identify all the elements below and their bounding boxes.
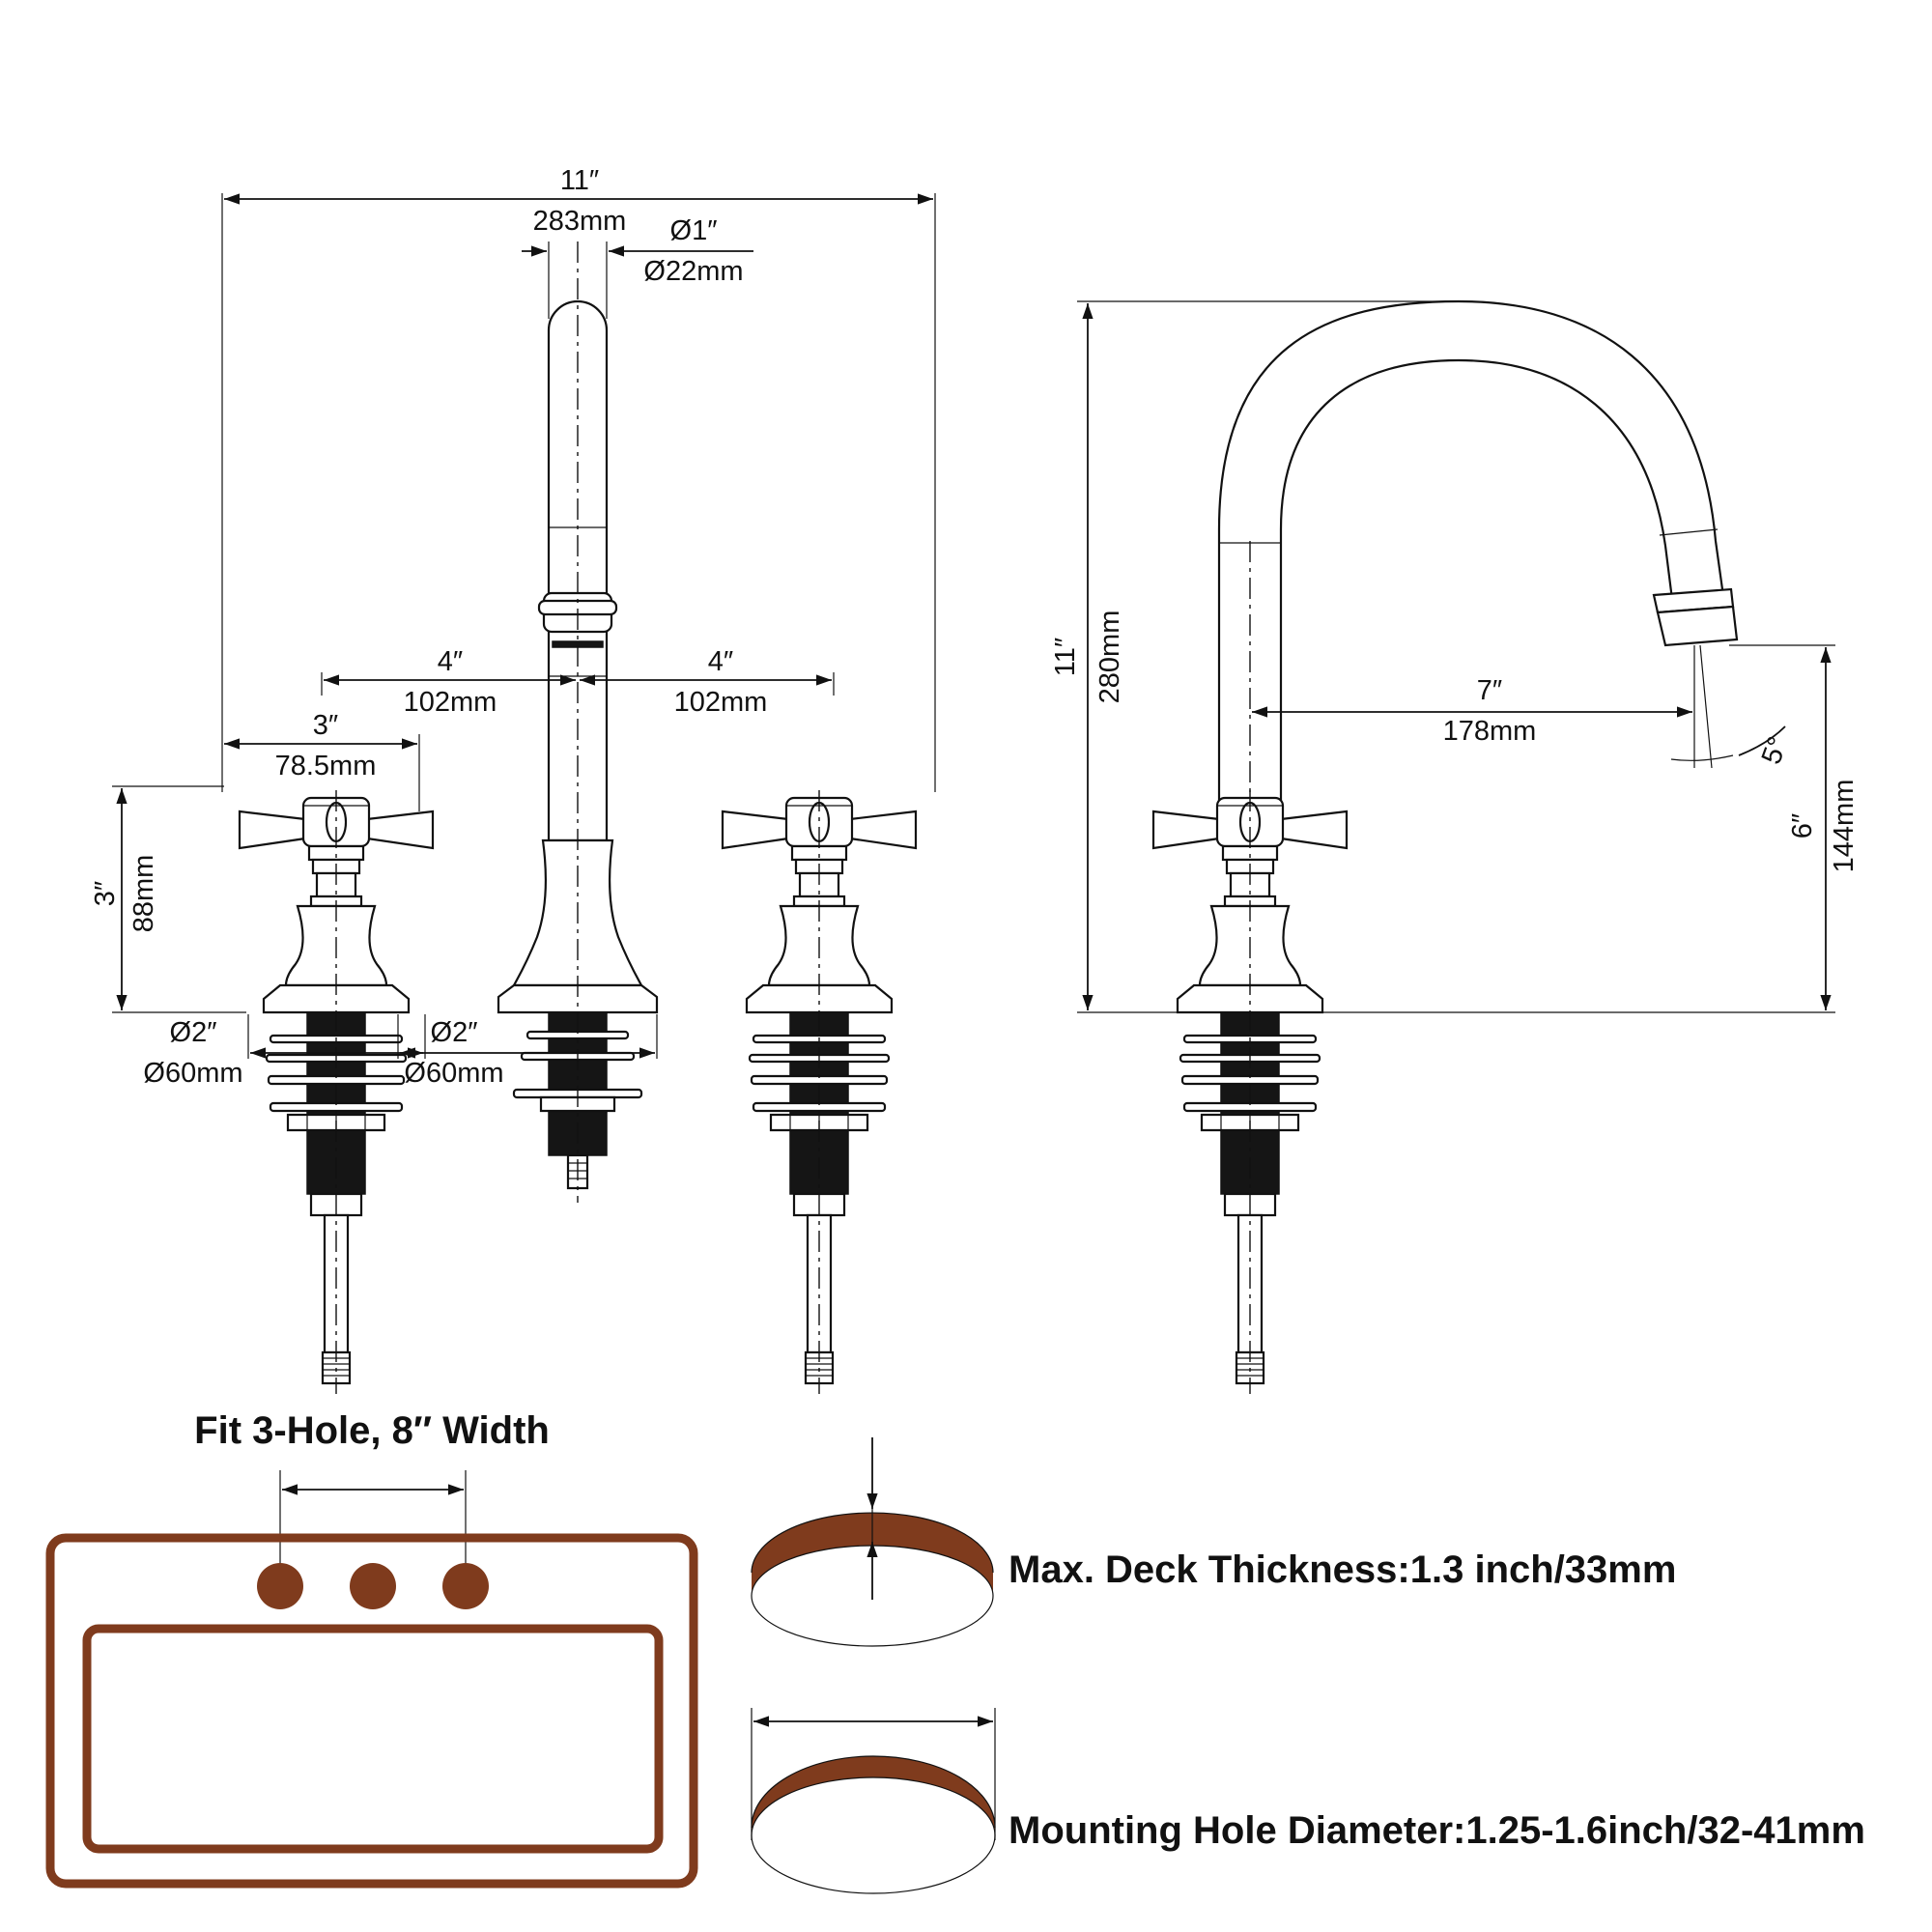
front-view: 11″ 283mm Ø1″ Ø22mm 4″ 102mm 4″ 102mm 3″… — [90, 165, 936, 1396]
faucet-hole-right — [442, 1563, 489, 1609]
spout-height-mm: 144mm — [1829, 780, 1860, 873]
spout-height-in: 6″ — [1787, 813, 1818, 838]
hole-caption: Mounting Hole Diameter:1.25-1.6inch/32-4… — [1009, 1809, 1865, 1852]
sink-caption: Fit 3-Hole, 8″ Width — [194, 1409, 550, 1452]
gooseneck-spout — [1217, 299, 1731, 833]
handle-width-mm: 78.5mm — [275, 751, 377, 781]
deck-caption: Max. Deck Thickness:1.3 inch/33mm — [1009, 1548, 1676, 1591]
mounting-hole-diagram: Mounting Hole Diameter:1.25-1.6inch/32-4… — [751, 1708, 1865, 1894]
side-view: 11″ 280mm 7″ 178mm 5° 6″ 144mm — [1050, 299, 1860, 1396]
left-spacing-in: 4″ — [438, 646, 463, 677]
sink-outline — [45, 1533, 698, 1889]
sink-basin — [82, 1624, 664, 1854]
side-height-in: 11″ — [1050, 638, 1081, 676]
center-spout — [497, 242, 659, 1203]
reach-mm: 178mm — [1443, 716, 1537, 747]
left-handle-valve — [238, 788, 435, 1396]
side-handle-valve — [1151, 788, 1349, 1396]
spout-angle: 5° — [1756, 732, 1795, 768]
handle-height-in: 3″ — [90, 881, 121, 906]
overall-width-in: 11″ — [560, 165, 599, 196]
right-handle-valve — [721, 788, 918, 1396]
spout-dia-mm: Ø22mm — [643, 256, 743, 287]
right-spacing-mm: 102mm — [674, 687, 768, 718]
spout-dia-in: Ø1″ — [670, 215, 718, 246]
reach-in: 7″ — [1477, 675, 1502, 706]
faucet-hole-left — [257, 1563, 303, 1609]
center-base-dia-mm: Ø60mm — [404, 1058, 503, 1089]
faucet-hole-center — [350, 1563, 396, 1609]
deck-thickness-diagram: Max. Deck Thickness:1.3 inch/33mm — [751, 1437, 1676, 1647]
left-base-dia-mm: Ø60mm — [143, 1058, 242, 1089]
sink-hole-diagram: Fit 3-Hole, 8″ Width — [45, 1409, 698, 1889]
center-base-dia-in: Ø2″ — [431, 1017, 478, 1048]
left-base-dia-in: Ø2″ — [170, 1017, 217, 1048]
left-spacing-mm: 102mm — [404, 687, 497, 718]
overall-width-mm: 283mm — [533, 206, 627, 237]
side-height-mm: 280mm — [1094, 611, 1125, 704]
handle-width-in: 3″ — [313, 710, 338, 741]
handle-height-mm: 88mm — [128, 855, 159, 933]
right-spacing-in: 4″ — [708, 646, 733, 677]
